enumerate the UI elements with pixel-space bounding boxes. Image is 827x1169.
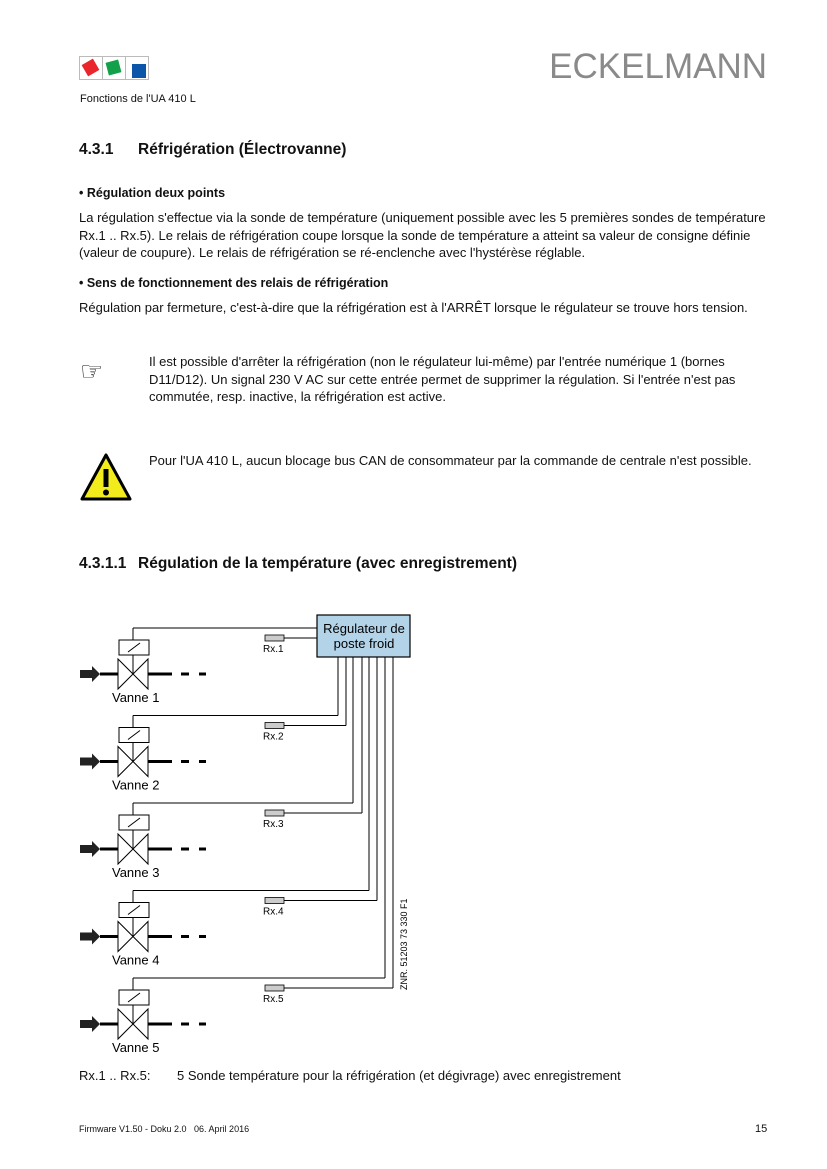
sensor-label: Rx.2 [263,732,284,743]
valve-body [132,1007,149,1041]
valve-body [132,920,149,953]
valve-label: Vanne 4 [112,953,159,968]
bullet-heading: • Sens de fonctionnement des relais de r… [79,276,389,290]
controller-box [316,614,411,658]
valve-label: Vanne 1 [112,690,159,705]
paragraph: Régulation par fermeture, c'est-à-dire q… [79,300,748,315]
valve-body [132,832,149,866]
footer-info: Firmware V1.50 - Doku 2.0 06. April 2016 [79,1124,250,1134]
flow-arrow-icon [80,666,100,682]
subsection-number: 4.3.1.1 [79,555,127,572]
warning-triangle-icon [80,453,132,501]
temperature-sensor [264,984,285,992]
coil-slash [127,642,141,653]
page-number: 15 [755,1123,768,1135]
warning-text: Pour l'UA 410 L, aucun blocage bus CAN d… [149,453,752,468]
subsection-title: Régulation de la température (avec enreg… [138,555,518,572]
valve-body [117,745,134,778]
sensor-label: Rx.3 [263,819,284,830]
sensor-label: Rx.4 [263,907,284,918]
temperature-sensor [264,809,285,817]
temperature-sensor [264,897,285,904]
flow-arrow-icon [80,841,100,857]
drawing-reference: ZNR. 51203 73 330 F1 [399,898,409,990]
valve-label: Vanne 3 [112,865,159,880]
section-number: 4.3.1 [79,141,114,158]
flow-arrow-icon [80,928,100,945]
sensor-label: Rx.1 [263,644,284,655]
paragraph: La régulation s'effectue via la sonde de… [79,210,766,260]
controller-label: Régulateur de [323,621,405,636]
valve-body [117,920,134,953]
section-title: Réfrigération (Électrovanne) [138,141,347,158]
valve-body [117,832,134,866]
coil-slash [127,730,141,740]
legend-text: 5 Sonde température pour la réfrigératio… [177,1068,621,1083]
flow-arrow-icon [80,1016,100,1032]
sensor-label: Rx.5 [263,994,284,1005]
company-logo [79,56,149,80]
valve-label: Vanne 5 [112,1040,159,1055]
controller-label: poste froid [334,636,395,651]
temperature-sensor [264,634,285,642]
bullet-heading: • Régulation deux points [79,186,226,200]
pointing-hand-icon: ☞ [80,356,104,386]
temperature-sensor [264,722,285,729]
valve-body [117,1007,134,1041]
valve-body [117,657,134,691]
flow-arrow-icon [80,753,100,770]
coil-slash [127,992,141,1003]
page-subtitle: Fonctions de l'UA 410 L [80,93,196,105]
note-text: Il est possible d'arrêter la réfrigérati… [149,354,736,404]
coil-slash [127,905,141,915]
valve-body [132,657,149,691]
legend-key: Rx.1 .. Rx.5: [79,1068,151,1083]
brand-name: ECKELMANN [549,47,767,86]
coil-slash [127,817,141,828]
valve-label: Vanne 2 [112,778,159,793]
valve-body [132,745,149,778]
